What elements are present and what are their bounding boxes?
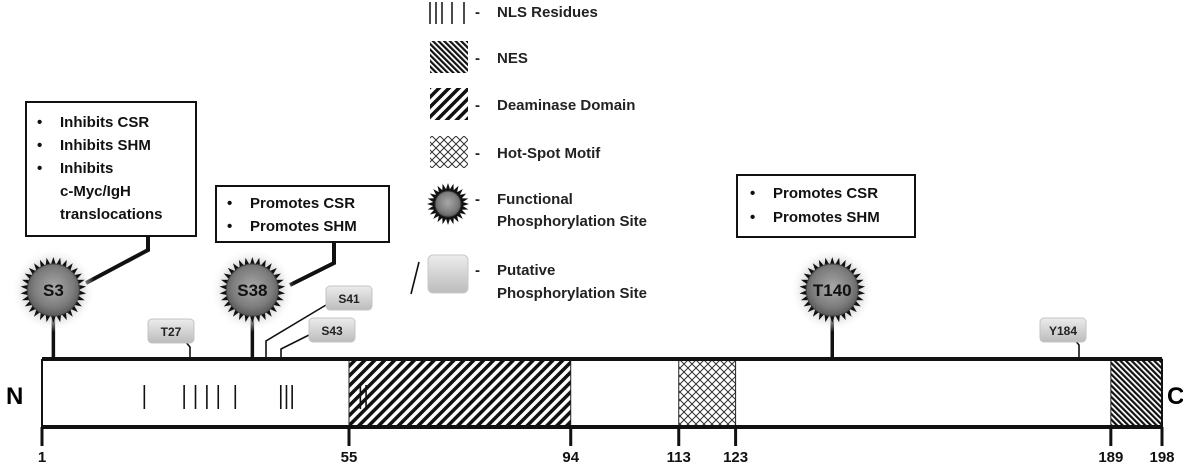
hotspot-motif [678,358,737,428]
putative-site-label: T27 [161,325,182,339]
functional-site-s38: S38 [210,248,295,332]
legend: - NLS Residues - NES - Deaminase Domain … [410,2,647,302]
callout-s38-bullet-1: • [227,195,232,212]
axis-tick-label: 123 [723,449,748,466]
callout-s38-item-1: Promotes CSR [250,195,355,212]
callout-s3-bullet-3: • [37,160,42,177]
callout-s3-item-4: c-Myc/IgH [60,183,131,200]
putative-site-stem [280,334,310,359]
legend-nes-label: NES [497,50,528,67]
putative-site-badge [147,318,195,344]
legend-putative-label-1: Putative [497,262,555,279]
legend-functional-label-1: Functional [497,191,573,208]
legend-functional-dash: - [475,191,480,208]
legend-putative-dash: - [475,262,480,279]
functional-site-label: S38 [237,281,267,300]
legend-deaminase-swatch [430,88,468,120]
functional-site-label: S3 [43,281,64,300]
functional-site-core [805,263,859,317]
putative-site-t27: T27 [147,318,195,359]
putative-site-label: Y184 [1049,324,1077,338]
callout-s3-leader [85,236,150,285]
legend-functional-label-2: Phosphorylation Site [497,213,647,230]
legend-nes-swatch [430,41,468,73]
n-terminus-label: N [6,383,23,410]
axis-tick-label: 55 [341,449,358,466]
deaminase-domain [348,358,572,428]
functional-site-t140: T140 [790,248,875,332]
callout-t140-bullet-2: • [750,209,755,226]
callout-s38-bullet-2: • [227,218,232,235]
putative-site-stem [184,340,191,359]
putative-site-label: S43 [321,324,343,338]
protein-bar [42,359,1162,427]
axis-tick-label: 94 [562,449,579,466]
legend-hotspot-swatch [430,136,468,168]
callout-s38-item-2: Promotes SHM [250,218,357,235]
c-terminus-label: C [1167,383,1183,410]
callout-s38-leader [289,242,336,287]
callout-t140: • Promotes CSR • Promotes SHM [736,174,916,238]
functional-site-label: T140 [813,281,852,300]
legend-nls-label: NLS Residues [497,4,598,21]
callout-s3-item-1: Inhibits CSR [60,114,149,131]
putative-site-y184: Y184 [1039,317,1087,359]
callout-s3-item-2: Inhibits SHM [60,137,151,154]
functional-site-core [225,263,279,317]
callout-s3-bullet-1: • [37,114,42,131]
callout-s3-bullet-2: • [37,137,42,154]
callout-t140-item-2: Promotes SHM [773,209,880,226]
axis-tick-label: 1 [38,449,46,466]
callout-s3-item-3: Inhibits [60,160,113,177]
legend-functional-site-icon [427,183,469,225]
callout-t140-item-1: Promotes CSR [773,185,878,202]
callout-t140-bullet-1: • [750,185,755,202]
callout-s3-item-5: translocations [60,206,163,223]
axis-tick-label: 198 [1149,449,1174,466]
putative-site-badge [308,317,356,343]
legend-deaminase-dash: - [475,97,480,114]
putative-site-badge [1039,317,1087,343]
protein-bar-group: 1 55 94 113 123 189 198 [38,357,1175,466]
legend-nes-dash: - [475,50,480,67]
legend-putative-label-2: Phosphorylation Site [497,285,647,302]
functional-site-core [26,263,80,317]
legend-hotspot-dash: - [475,145,480,162]
putative-site-s41: S41 [265,285,373,359]
putative-site-stem [265,304,327,359]
nes-domain [1110,358,1163,428]
putative-site-s43: S43 [280,317,356,359]
legend-nls-dash: - [475,4,480,21]
putative-site-label: S41 [338,292,360,306]
callout-s3: • Inhibits CSR • Inhibits SHM • Inhibits… [25,101,197,285]
functional-site-s3: S3 [11,248,96,332]
legend-nls-swatch [429,2,465,24]
axis-tick-label: 113 [667,449,691,466]
legend-hotspot-label: Hot-Spot Motif [497,145,601,162]
putative-site-badge [325,285,373,311]
axis-tick-label: 189 [1098,449,1123,466]
callout-s38: • Promotes CSR • Promotes SHM [215,185,390,287]
legend-deaminase-label: Deaminase Domain [497,97,635,114]
legend-putative-site-icon [410,254,469,295]
